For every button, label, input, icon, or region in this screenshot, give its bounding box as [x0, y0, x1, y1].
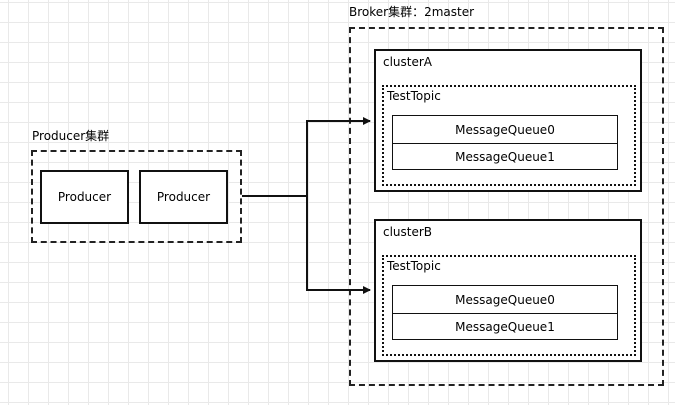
cluster-a-queue-1-label: MessageQueue1 [455, 150, 555, 164]
cluster-b-queue-0-label: MessageQueue0 [455, 292, 555, 307]
cluster-a-queue-stack: MessageQueue0 MessageQueue1 [392, 115, 618, 170]
producer-node-1-label: Producer [57, 190, 112, 204]
connector-to-cluster-b [306, 196, 371, 294]
cluster-a-label: clusterA [383, 55, 433, 69]
producer-node-2-label: Producer [156, 190, 211, 204]
cluster-b-queue-1-label: MessageQueue1 [455, 320, 555, 334]
producer-group-label: Producer集群 [32, 129, 110, 143]
broker-group-label: Broker集群：2master [349, 5, 475, 19]
cluster-b-queue-0: MessageQueue0 [393, 286, 617, 313]
cluster-b-label: clusterB [383, 225, 433, 239]
cluster-b-queue-1: MessageQueue1 [393, 313, 617, 340]
cluster-b-topic-label: TestTopic [387, 259, 441, 273]
cluster-a-queue-0-label: MessageQueue0 [455, 122, 555, 137]
producer-node-2: Producer [139, 170, 228, 224]
cluster-b-box: clusterB TestTopic MessageQueue0 Message… [374, 219, 642, 362]
cluster-b-topic-box: TestTopic MessageQueue0 MessageQueue1 [382, 255, 636, 356]
cluster-a-queue-0: MessageQueue0 [393, 116, 617, 143]
cluster-b-queue-stack: MessageQueue0 MessageQueue1 [392, 285, 618, 340]
cluster-a-topic-box: TestTopic MessageQueue0 MessageQueue1 [382, 85, 636, 186]
producer-group-container: Producer Producer [31, 150, 242, 243]
cluster-a-queue-1: MessageQueue1 [393, 143, 617, 170]
cluster-a-topic-label: TestTopic [387, 89, 441, 103]
connector-to-cluster-a [242, 117, 371, 197]
broker-group-container: clusterA TestTopic MessageQueue0 Message… [349, 27, 664, 386]
cluster-a-box: clusterA TestTopic MessageQueue0 Message… [374, 49, 642, 192]
producer-node-1: Producer [40, 170, 129, 224]
